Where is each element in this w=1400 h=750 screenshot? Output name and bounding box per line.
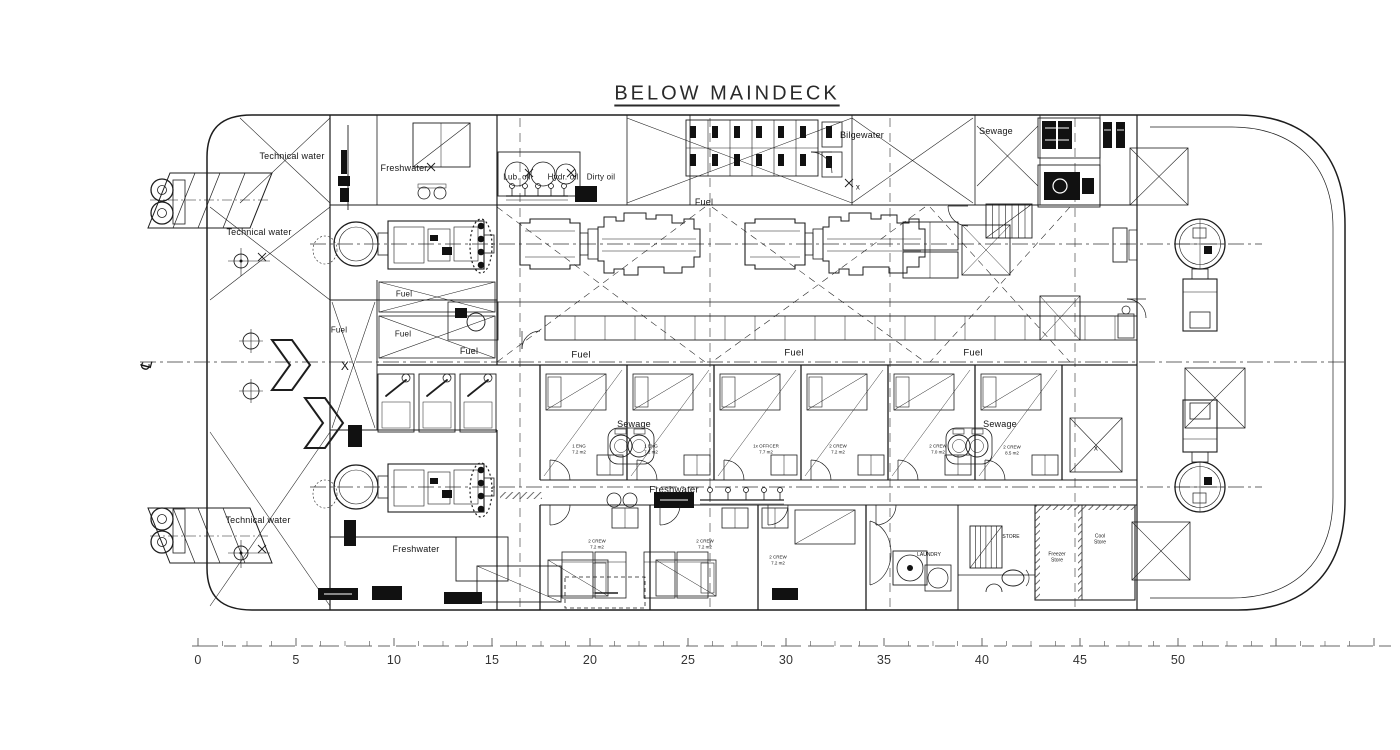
bow-chevrons (270, 339, 345, 449)
battery-racks (685, 119, 843, 178)
ruler-value: 30 (778, 652, 794, 667)
label-freezer-store: Freezer Store (1048, 551, 1066, 563)
freshwater-unit (412, 122, 471, 200)
freshwater-plant (318, 487, 784, 609)
label-fuel-small-upper: Fuel (395, 289, 413, 299)
sewage-unit-right (945, 427, 993, 465)
azimuth-thruster-top (1174, 218, 1226, 332)
bow-fenders-top (150, 178, 186, 225)
tank-sounding-2 (228, 540, 270, 568)
label-fuel-bow: Fuel (330, 325, 348, 335)
flex-couplings (312, 218, 493, 518)
label-fuel-day: Fuel (459, 345, 479, 356)
bow-fenders-bottom (150, 507, 186, 554)
stairs-bottom (969, 525, 1003, 569)
tank-sounding-1 (228, 248, 270, 276)
label-dirty-oil: Dirty oil (586, 172, 616, 182)
crosshair-mark-1 (238, 328, 264, 354)
crosshair-mark-2 (238, 378, 264, 404)
ruler-value: 25 (680, 652, 696, 667)
linework (140, 114, 1392, 647)
label-fuel-corridor-center: Fuel (784, 347, 804, 359)
oil-tanks (497, 151, 581, 197)
laundry-equipment (892, 550, 1030, 593)
ruler-value: 45 (1072, 652, 1088, 667)
doors (521, 151, 1147, 586)
centerlines (140, 243, 1345, 488)
label-sewage-center: Sewage (617, 418, 651, 429)
page-title: BELOW MAINDECK (614, 82, 840, 105)
pipe-mast (338, 125, 597, 546)
tank-bracing (209, 117, 1246, 607)
label-freshwater-bottom: Freshwater (392, 543, 440, 554)
cabin-walls (539, 365, 1063, 610)
tank-cross-large: X (340, 359, 350, 374)
tank-cross-small-1: x (855, 182, 861, 192)
ruler-value: 20 (582, 652, 598, 667)
ruler-value: 15 (484, 652, 500, 667)
washroom-fittings (377, 373, 497, 433)
skeg-bottom (147, 507, 273, 564)
label-fuel-corridor-right: Fuel (963, 347, 983, 359)
label-store: STORE (1002, 534, 1020, 541)
label-fuel-top: Fuel (694, 196, 714, 207)
misc-equipment (902, 221, 1138, 341)
label-technical-water-bottom: Technical water (225, 514, 291, 525)
sewage-plant-machinery (1037, 117, 1125, 208)
label-cool-store: Cool Store (1094, 533, 1106, 545)
ruler-value: 50 (1170, 652, 1186, 667)
label-fuel-corridor-left: Fuel (571, 349, 591, 361)
ruler-value: 35 (876, 652, 892, 667)
label-hydr-oil: Hydr. oil (547, 172, 579, 182)
skeg-top (147, 172, 273, 229)
ruler-value: 10 (386, 652, 402, 667)
label-laundry: LAUNDRY (917, 552, 941, 559)
azimuth-thruster-bottom (1174, 399, 1226, 513)
label-fuel-small-lower: Fuel (394, 329, 412, 339)
label-freshwater-corridor: Freshwater (649, 484, 699, 496)
label-sewage-top: Sewage (979, 125, 1013, 136)
label-technical-water-top: Technical water (259, 150, 325, 161)
label-freshwater-top: Freshwater (380, 162, 428, 173)
label-lub-oil: Lub. oil (503, 172, 531, 182)
fuel-pipe-duct (447, 301, 1138, 341)
tank-cross-small-2: x (1093, 443, 1099, 453)
label-bilgewater: Bilgewater (839, 129, 885, 140)
hull-outline (206, 114, 1346, 611)
valve-manifold-top (506, 183, 568, 201)
ruler-value: 5 (292, 652, 300, 667)
cabin-furniture (545, 373, 1059, 600)
scale-ruler (192, 638, 1392, 647)
store-rooms (500, 492, 1136, 601)
ruler-value: 0 (194, 652, 202, 667)
label-technical-water-mid: Technical water (226, 226, 292, 237)
ruler-value: 40 (974, 652, 990, 667)
label-sewage-right: Sewage (983, 418, 1017, 429)
bulkheads (329, 115, 1138, 610)
stairs-top (985, 203, 1033, 239)
